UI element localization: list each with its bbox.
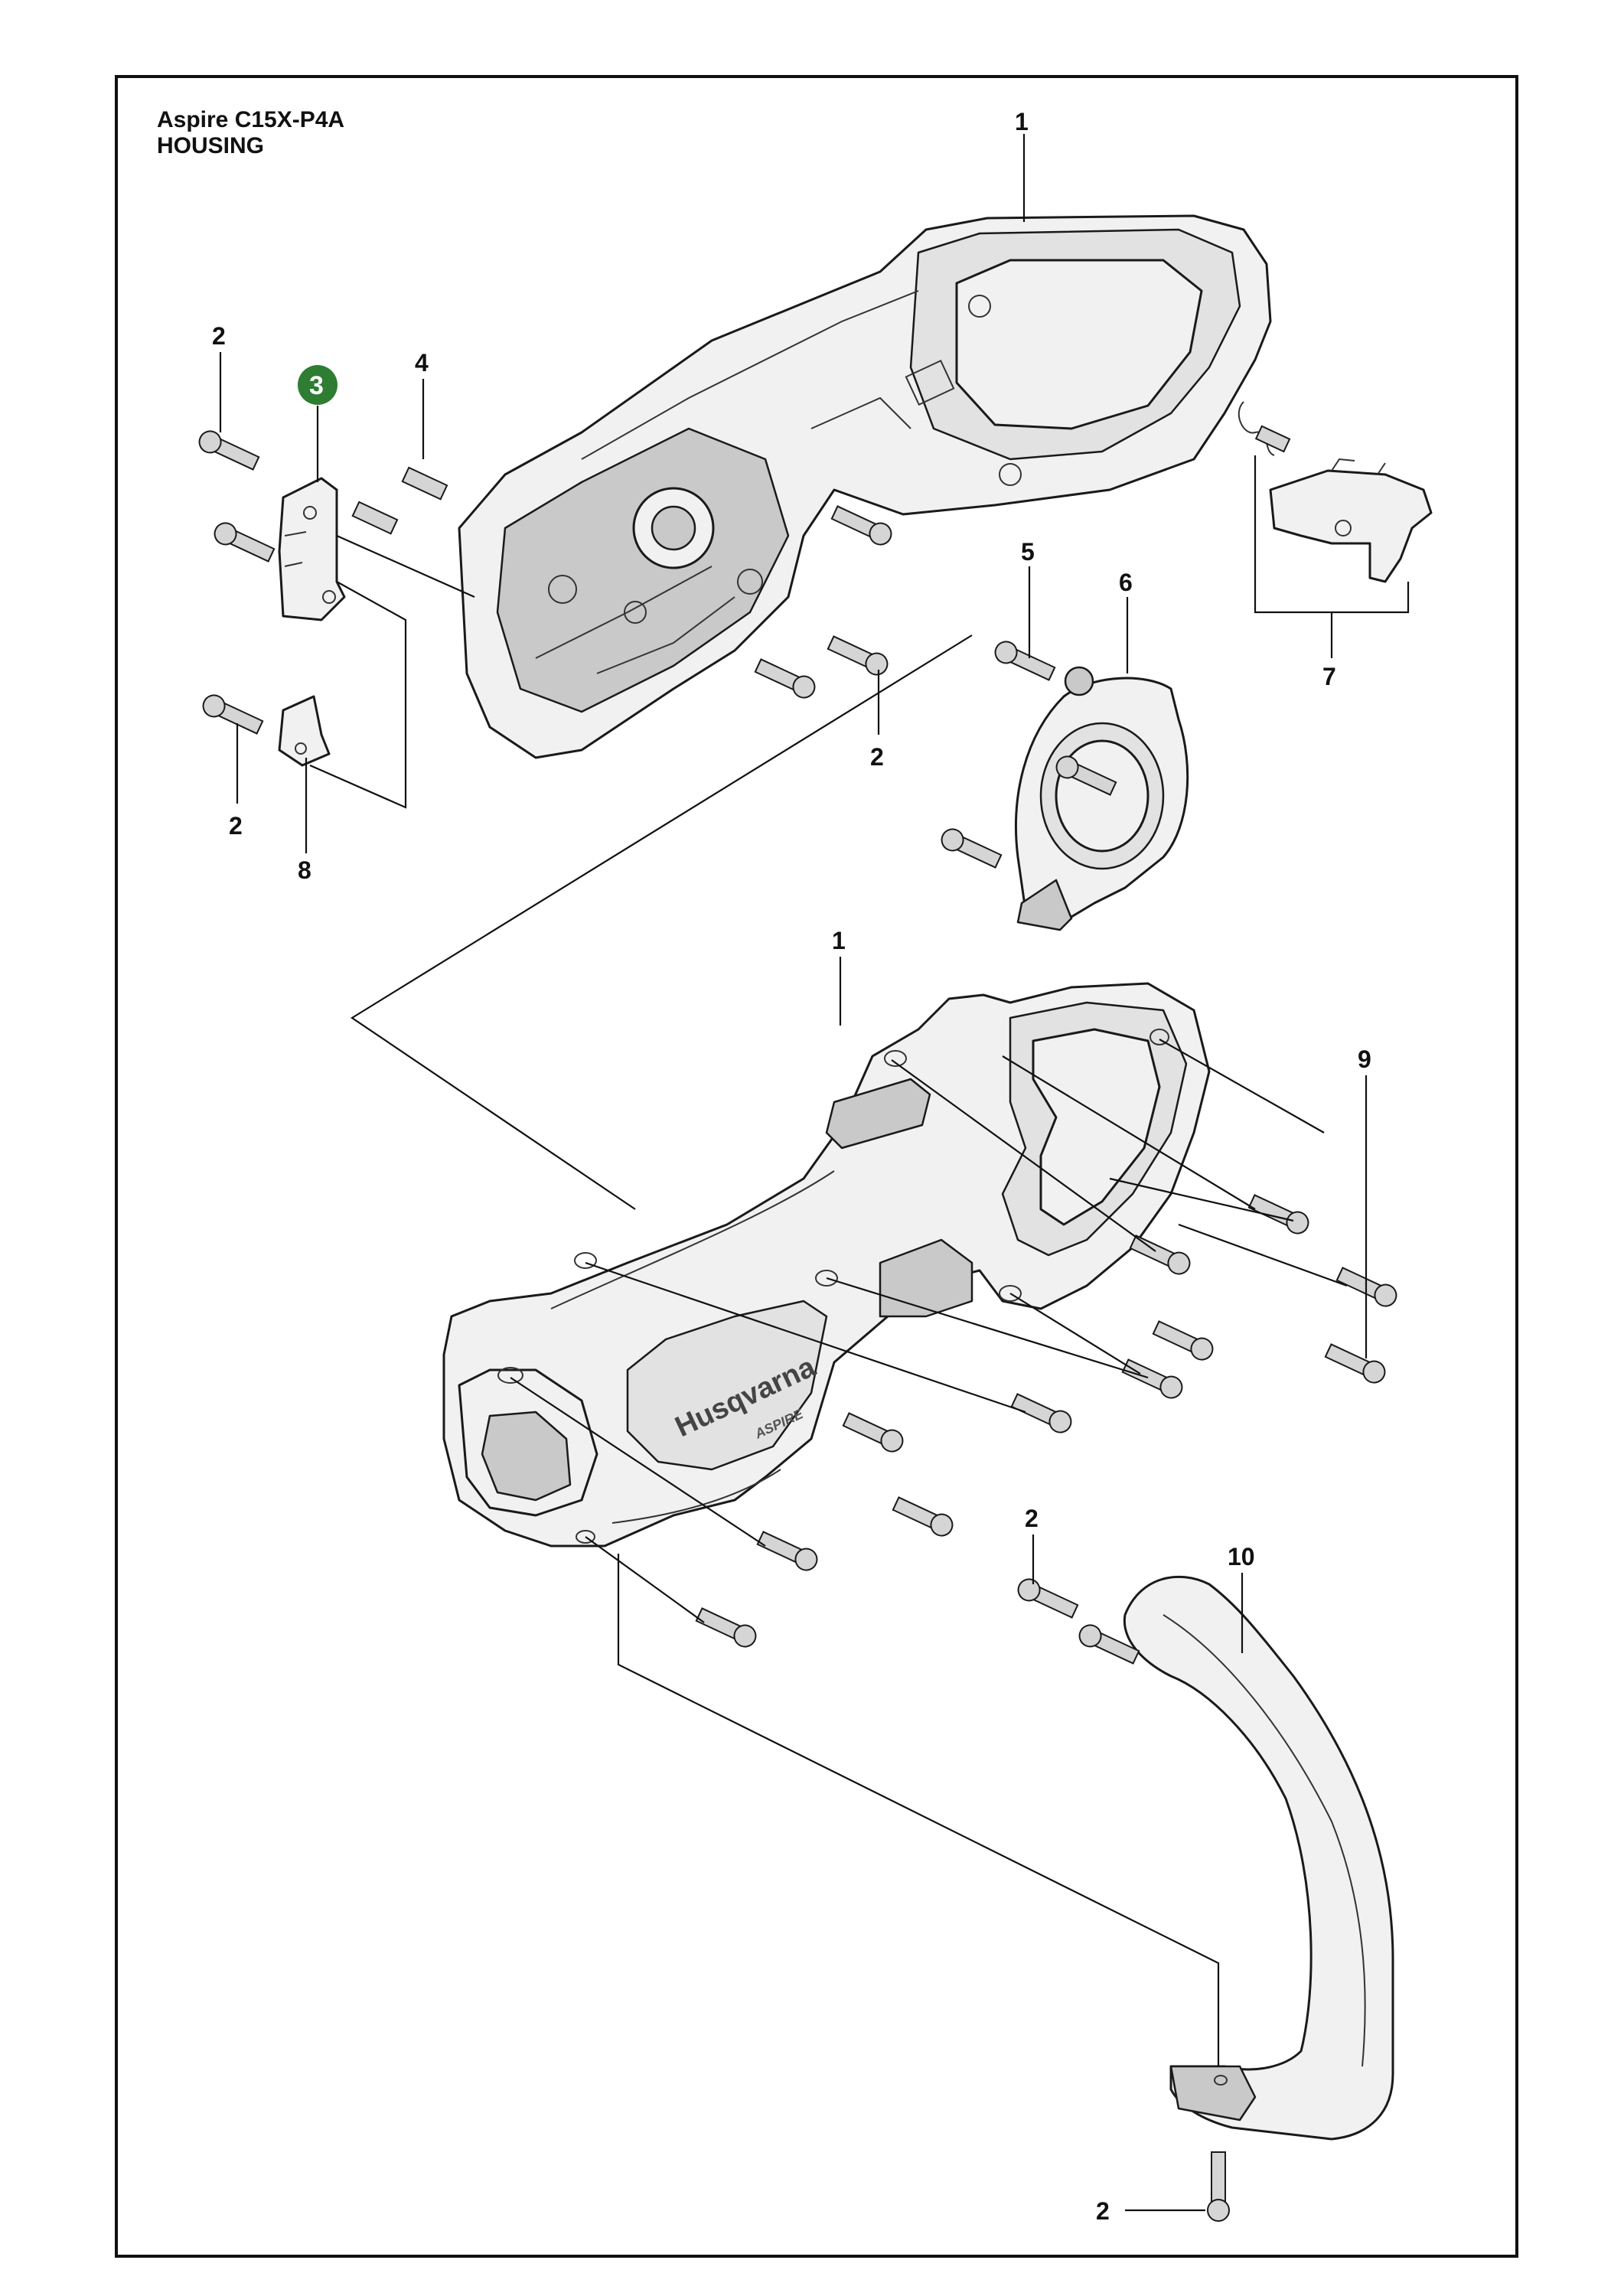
upper-screws [198,425,1291,869]
callout-1-top: 1 [1015,108,1029,135]
callout-5: 5 [1021,538,1035,566]
callout-2-left: 2 [229,812,243,840]
callout-2-lower: 2 [1025,1505,1039,1532]
callout-2-bottom: 2 [1096,2197,1110,2225]
leader-7-bracket [1254,455,1410,658]
section-title: HOUSING [157,133,264,158]
leader-3-housing [336,534,475,598]
front-handle-part-10 [1123,1575,1394,2141]
inner-housing-half [458,214,1272,759]
lower-screws [695,1194,1397,2222]
callout-6: 6 [1119,569,1133,596]
callout-7: 7 [1322,663,1336,690]
bracket-part-8 [278,695,331,767]
callout-3: 3 [309,371,324,400]
lock-trigger-part-7 [1238,401,1433,583]
chain-catcher-part-3 [278,477,346,621]
sprocket-guard-part-6 [1015,666,1189,931]
outer-housing-half: Husqvarna ASPIRE [442,982,1211,1548]
callout-4: 4 [415,349,429,377]
explode-line-upper [350,634,973,1210]
leader-3-assembly [309,581,407,809]
explode-line-handle [617,1554,1220,2066]
diagram-frame [115,75,1518,2258]
callout-8: 8 [298,856,311,884]
callout-1-bottom: 1 [832,927,846,954]
callout-2-top-left: 2 [212,322,226,350]
callout-10: 10 [1228,1543,1255,1570]
callout-2-mid: 2 [870,743,884,771]
screw-leader-lines [510,1039,1348,1623]
callout-3-highlight-badge [298,365,338,405]
model-title: Aspire C15X-P4A [157,107,344,132]
callout-9: 9 [1358,1045,1371,1073]
